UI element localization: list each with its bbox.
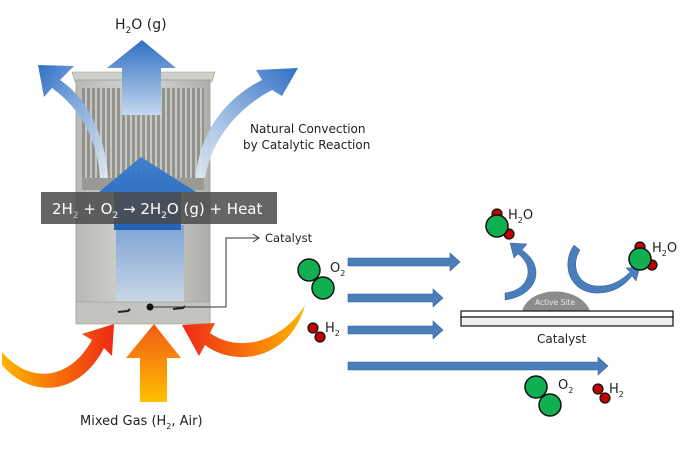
h2o-molecule-left (485, 208, 515, 240)
o2-label-left: O2 (330, 261, 345, 278)
curved-arrow-left-icon (38, 65, 108, 178)
desorb-arrow-right-icon (567, 244, 641, 294)
inflow-arrows (2, 305, 305, 402)
up-inflow-arrow-icon (126, 324, 181, 402)
o2-molecule-left (297, 258, 335, 300)
reaction-arrows (504, 242, 641, 301)
curved-arrow-right-icon (196, 68, 298, 178)
h2-molecule-bottom (592, 383, 611, 404)
desorb-arrow-left-icon (504, 242, 537, 301)
equation-band (41, 192, 277, 224)
catalyst-plate-label: Catalyst (537, 332, 586, 346)
mixed-gas-label: Mixed Gas (H2, Air) (80, 414, 203, 431)
active-site (522, 291, 590, 311)
flow-arrow-2-icon (347, 288, 444, 308)
flow-arrows (347, 252, 609, 376)
reaction-equation: 2H2 + O2 → 2H2O (g) + Heat (52, 200, 262, 221)
convection-label-line1: Natural Convection (250, 122, 365, 136)
water-vapor-label: H2O (g) (115, 17, 167, 36)
flow-arrow-bypass-icon (347, 356, 609, 376)
catalyst-pointer (153, 233, 260, 308)
h2-label-bottom: H2 (609, 382, 624, 399)
h2o-molecule-right (628, 241, 658, 271)
flow-arrow-1-icon (347, 252, 461, 272)
flow-arrow-3-icon (347, 320, 444, 340)
o2-label-bottom: O2 (558, 378, 573, 395)
catalyst-plate-top (460, 310, 674, 318)
cabinet-window (116, 225, 184, 302)
h2o-label-right: H2O (652, 241, 677, 258)
catalyst-plate (460, 316, 674, 327)
up-arrow-top-icon (107, 40, 176, 115)
h2-molecule-left (307, 322, 326, 343)
active-site-label: Active Site (535, 298, 575, 307)
h2o-label-left: H2O (508, 208, 533, 225)
catalyst-pointer-label: Catalyst (265, 231, 313, 245)
curved-inflow-left-icon (2, 324, 114, 388)
convection-label-line2: by Catalytic Reaction (243, 138, 370, 152)
catalyst-location-dot (146, 303, 154, 311)
vent-slot-left (117, 308, 131, 313)
curved-inflow-right-icon (182, 305, 305, 358)
h2-label-left: H2 (325, 321, 340, 338)
o2-molecule-bottom (524, 375, 562, 417)
